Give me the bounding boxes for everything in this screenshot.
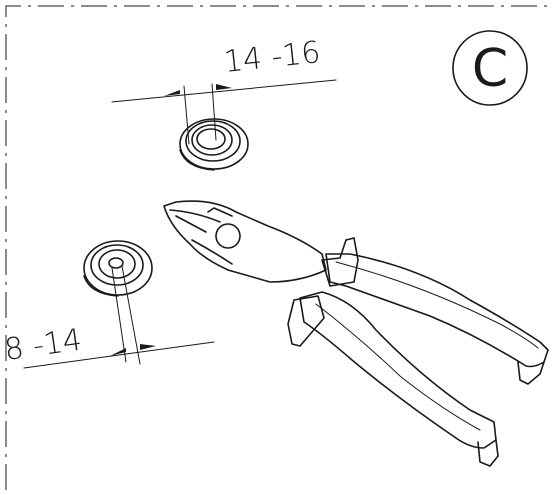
washer-small xyxy=(83,240,153,297)
dimension-bottom: 8 -14 xyxy=(2,265,215,369)
pliers xyxy=(163,200,549,467)
step-label-circle xyxy=(452,30,528,106)
pliers-handle-lower xyxy=(299,291,497,449)
dimension-top-label: 14 -16 xyxy=(222,35,322,80)
washer-large xyxy=(179,118,249,171)
step-label-text: C xyxy=(472,39,508,99)
step-label: C xyxy=(452,30,528,106)
pliers-pivot xyxy=(215,223,241,249)
pliers-jaws xyxy=(163,200,327,283)
frame-border xyxy=(5,5,552,490)
pliers-guard-upper xyxy=(321,237,359,287)
pliers-guard-lower xyxy=(287,295,325,347)
pliers-handle-upper xyxy=(325,253,549,368)
